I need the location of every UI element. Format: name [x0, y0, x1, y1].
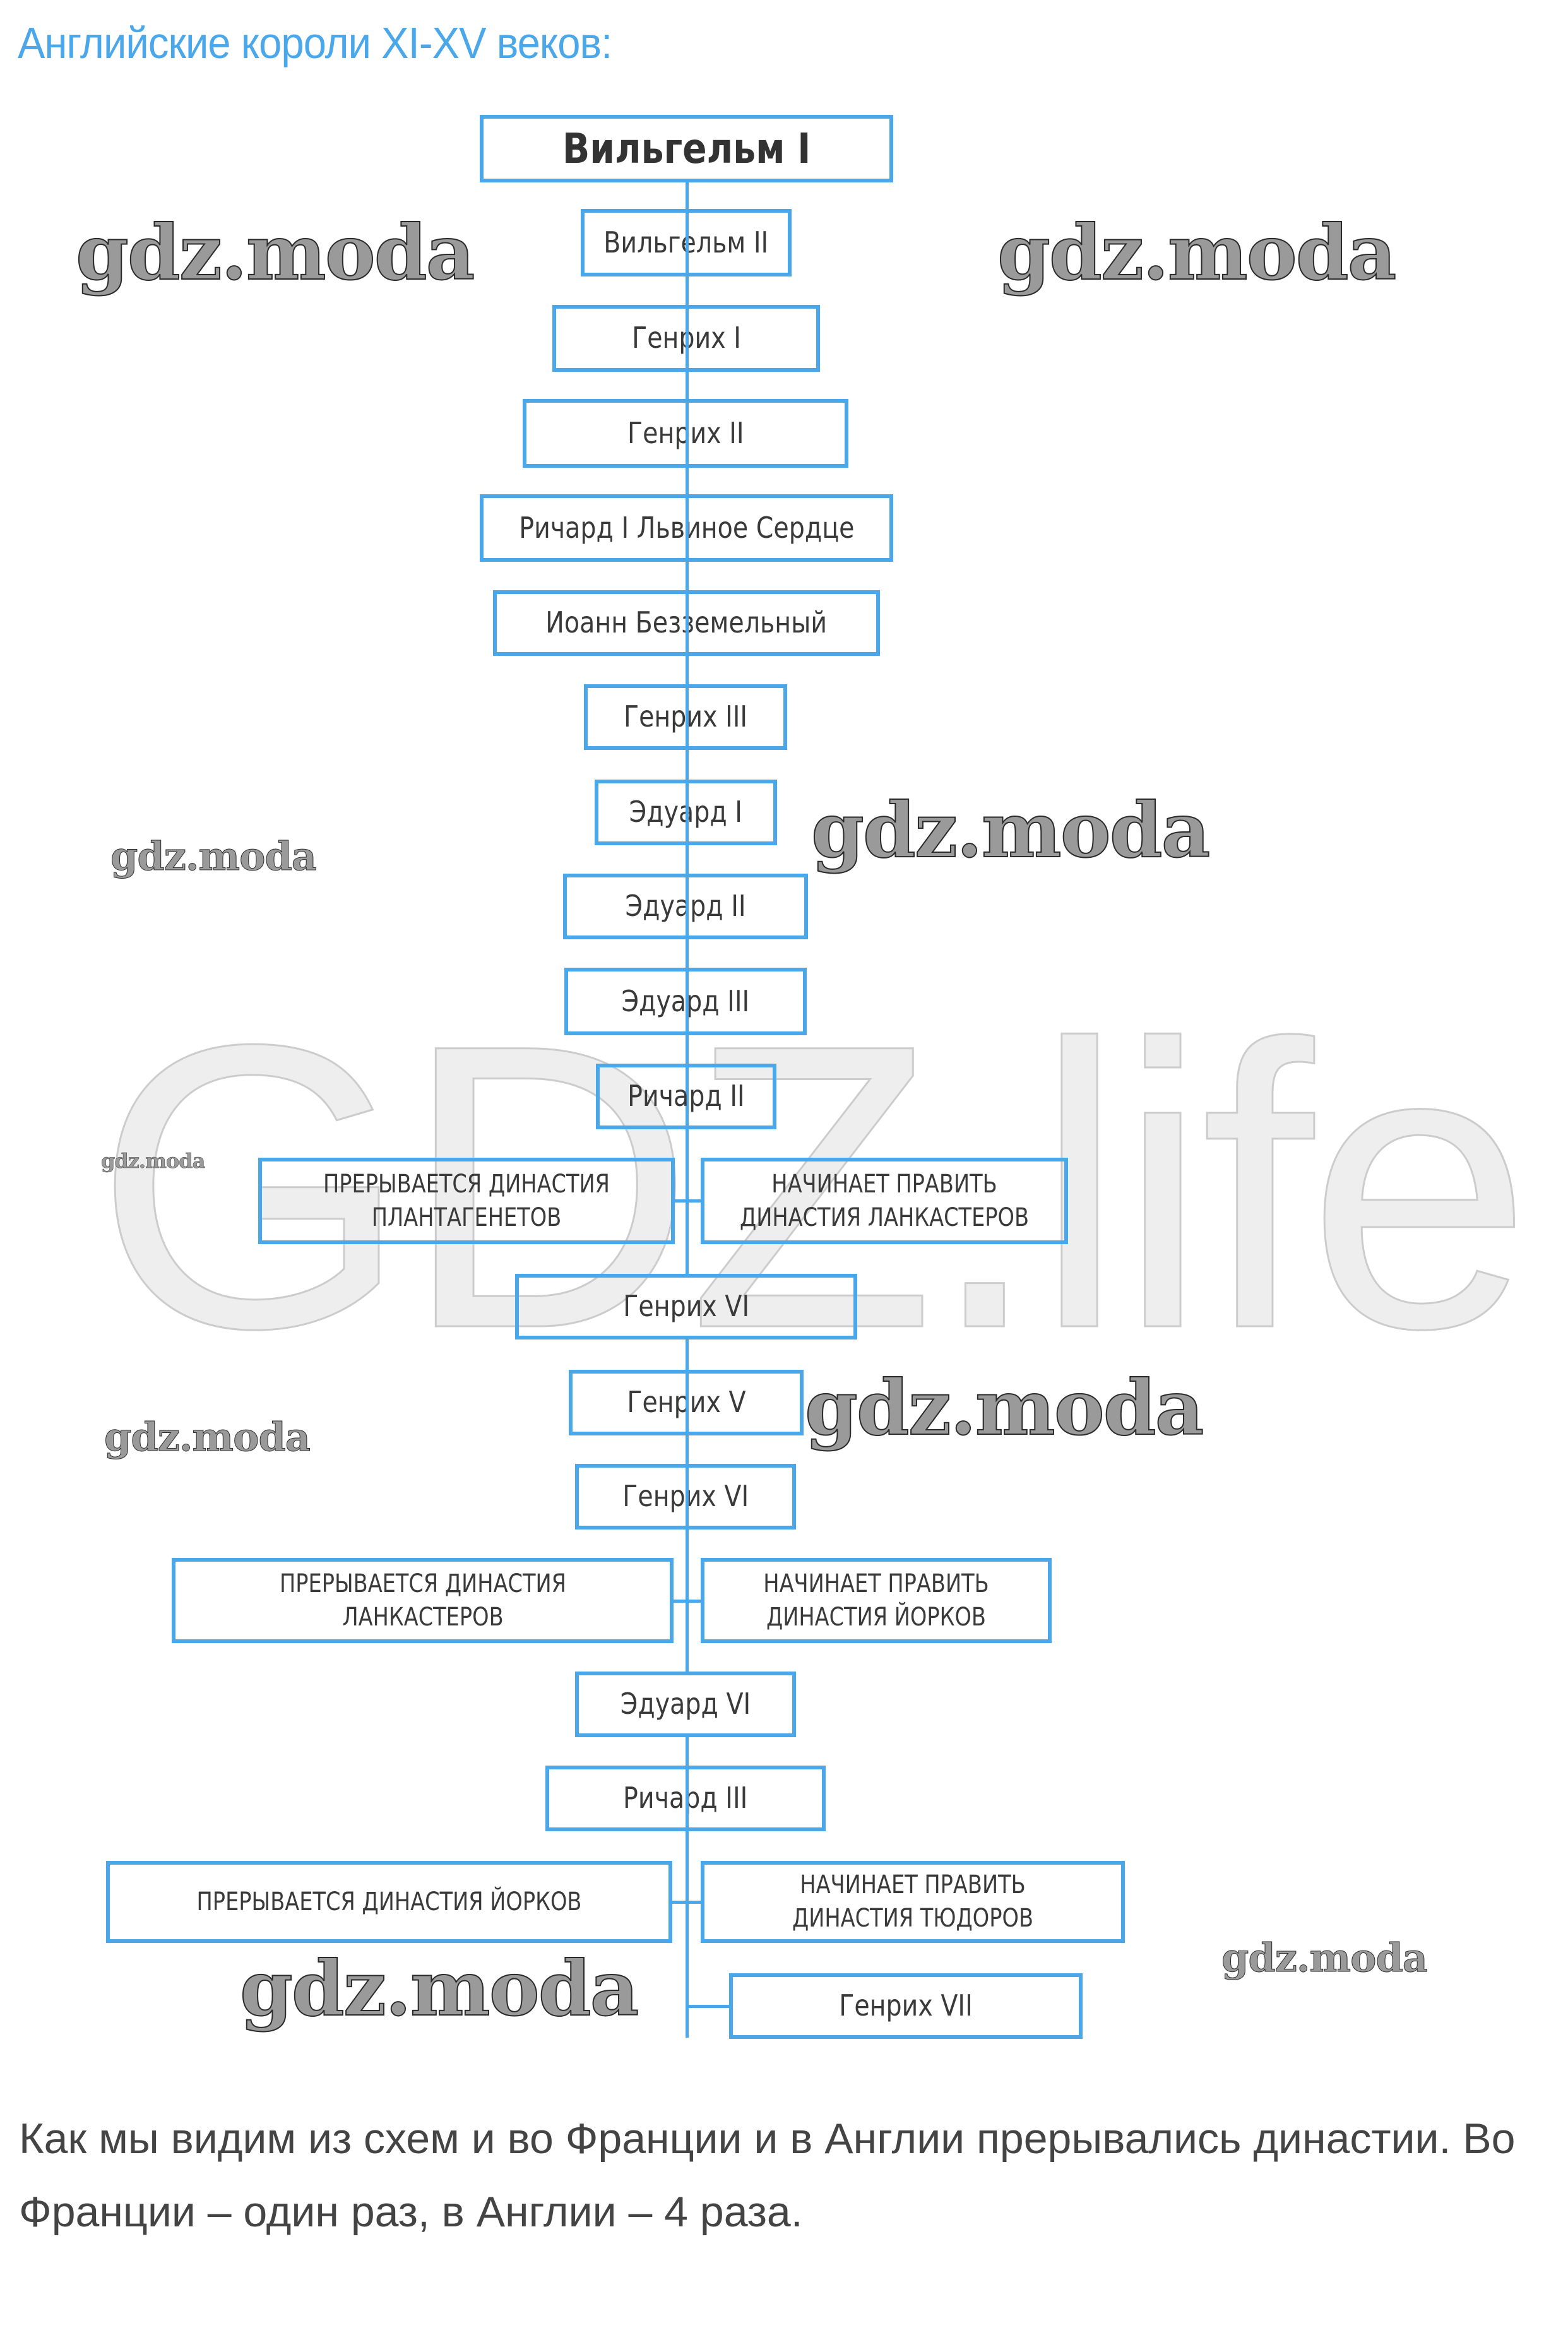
- trunk-connector: [686, 1244, 689, 1276]
- gdz-moda-watermark: gdz.moda: [101, 1149, 206, 1173]
- king-box: Ричард II: [596, 1064, 776, 1129]
- dynasty-begins-text: НАЧИНАЕТ ПРАВИТЬ ДИНАСТИЯ ЙОРКОВ: [763, 1569, 989, 1632]
- trunk-connector: [686, 1737, 689, 2038]
- king-name: Эдуард VI: [620, 1687, 751, 1721]
- king-box: Эдуард VI: [575, 1672, 796, 1737]
- king-box: Вильгельм I: [480, 115, 893, 182]
- dynasty-ends-text: ПРЕРЫВАЕТСЯ ДИНАСТИЯ ЛАНКАСТЕРОВ: [279, 1569, 566, 1632]
- king-name: Вильгельм I: [562, 124, 811, 173]
- gdz-moda-watermark: gdz.moda: [104, 1414, 311, 1461]
- gdz-moda-watermark: gdz.moda: [110, 833, 318, 880]
- trunk-connector: [686, 1339, 689, 1558]
- trunk-connector: [686, 1558, 689, 1672]
- dynasty-ends-box: ПРЕРЫВАЕТСЯ ДИНАСТИЯ ЛАНКАСТЕРОВ: [172, 1558, 674, 1643]
- dynasty-begins-text: НАЧИНАЕТ ПРАВИТЬ ДИНАСТИЯ ТЮДОРОВ: [792, 1870, 1034, 1933]
- conclusion-text: Как мы видим из схем и во Франции и в Ан…: [19, 2115, 1516, 2236]
- branch-connector: [674, 1600, 701, 1603]
- dynasty-ends-box: ПРЕРЫВАЕТСЯ ДИНАСТИЯ ЙОРКОВ: [106, 1861, 672, 1943]
- branch-connector: [687, 2005, 729, 2008]
- dynasty-begins-box: НАЧИНАЕТ ПРАВИТЬ ДИНАСТИЯ ЛАНКАСТЕРОВ: [701, 1158, 1068, 1244]
- king-name: Генрих II: [627, 415, 744, 450]
- dynasty-begins-box: НАЧИНАЕТ ПРАВИТЬ ДИНАСТИЯ ЙОРКОВ: [701, 1558, 1052, 1643]
- king-name: Ричард II: [627, 1079, 745, 1114]
- dynasty-ends-box: ПРЕРЫВАЕТСЯ ДИНАСТИЯ ПЛАНТАГЕНЕТОВ: [258, 1158, 675, 1244]
- king-name: Эдуард II: [625, 889, 746, 924]
- trunk-connector: [686, 182, 689, 1158]
- gdz-moda-watermark: gdz.moda: [239, 1944, 639, 2034]
- gdz-moda-watermark: gdz.moda: [997, 208, 1397, 298]
- king-name: Ричард III: [623, 1781, 748, 1815]
- dynasty-begins-text: НАЧИНАЕТ ПРАВИТЬ ДИНАСТИЯ ЛАНКАСТЕРОВ: [739, 1169, 1030, 1232]
- dynasty-ends-text: ПРЕРЫВАЕТСЯ ДИНАСТИЯ ЙОРКОВ: [196, 1887, 582, 1916]
- dynasty-begins-box: НАЧИНАЕТ ПРАВИТЬ ДИНАСТИЯ ТЮДОРОВ: [701, 1861, 1125, 1943]
- king-name: Генрих III: [623, 699, 748, 734]
- king-name: Генрих VI: [623, 1289, 749, 1324]
- king-name: Генрих VII: [839, 1988, 973, 2023]
- branch-connector: [675, 1199, 701, 1203]
- page-title: Английские короли XI-XV веков:: [18, 18, 612, 68]
- gdz-moda-watermark: gdz.moda: [811, 785, 1211, 876]
- king-box: Генрих VI: [515, 1274, 857, 1339]
- king-name: Эдуард III: [621, 983, 750, 1018]
- gdz-moda-watermark: gdz.moda: [804, 1363, 1204, 1453]
- gdz-moda-watermark: gdz.moda: [1221, 1935, 1428, 1981]
- dynasty-ends-text: ПРЕРЫВАЕТСЯ ДИНАСТИЯ ПЛАНТАГЕНЕТОВ: [323, 1169, 610, 1232]
- king-box: Генрих VII: [729, 1973, 1083, 2039]
- branch-connector: [672, 1901, 701, 1904]
- gdz-moda-watermark: gdz.moda: [75, 208, 475, 298]
